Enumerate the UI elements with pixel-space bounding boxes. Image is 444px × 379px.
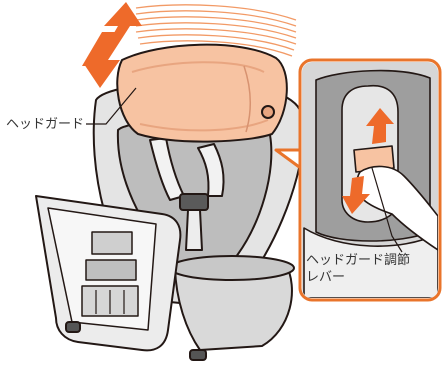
lever-label: ヘッドガード調節 レバー	[306, 252, 410, 286]
seat-foot-left	[66, 322, 80, 332]
seat-foot-right	[190, 350, 206, 360]
lever-label-line-1: ヘッドガード調節	[306, 252, 410, 269]
lever-label-line-2: レバー	[306, 269, 410, 286]
seat-base-ring	[170, 256, 294, 280]
crotch-strap	[186, 210, 202, 250]
headguard-label: ヘッドガード	[6, 116, 84, 133]
headguard-knob	[262, 106, 274, 118]
headguard-cushion	[117, 45, 287, 142]
harness-buckle	[180, 194, 208, 210]
